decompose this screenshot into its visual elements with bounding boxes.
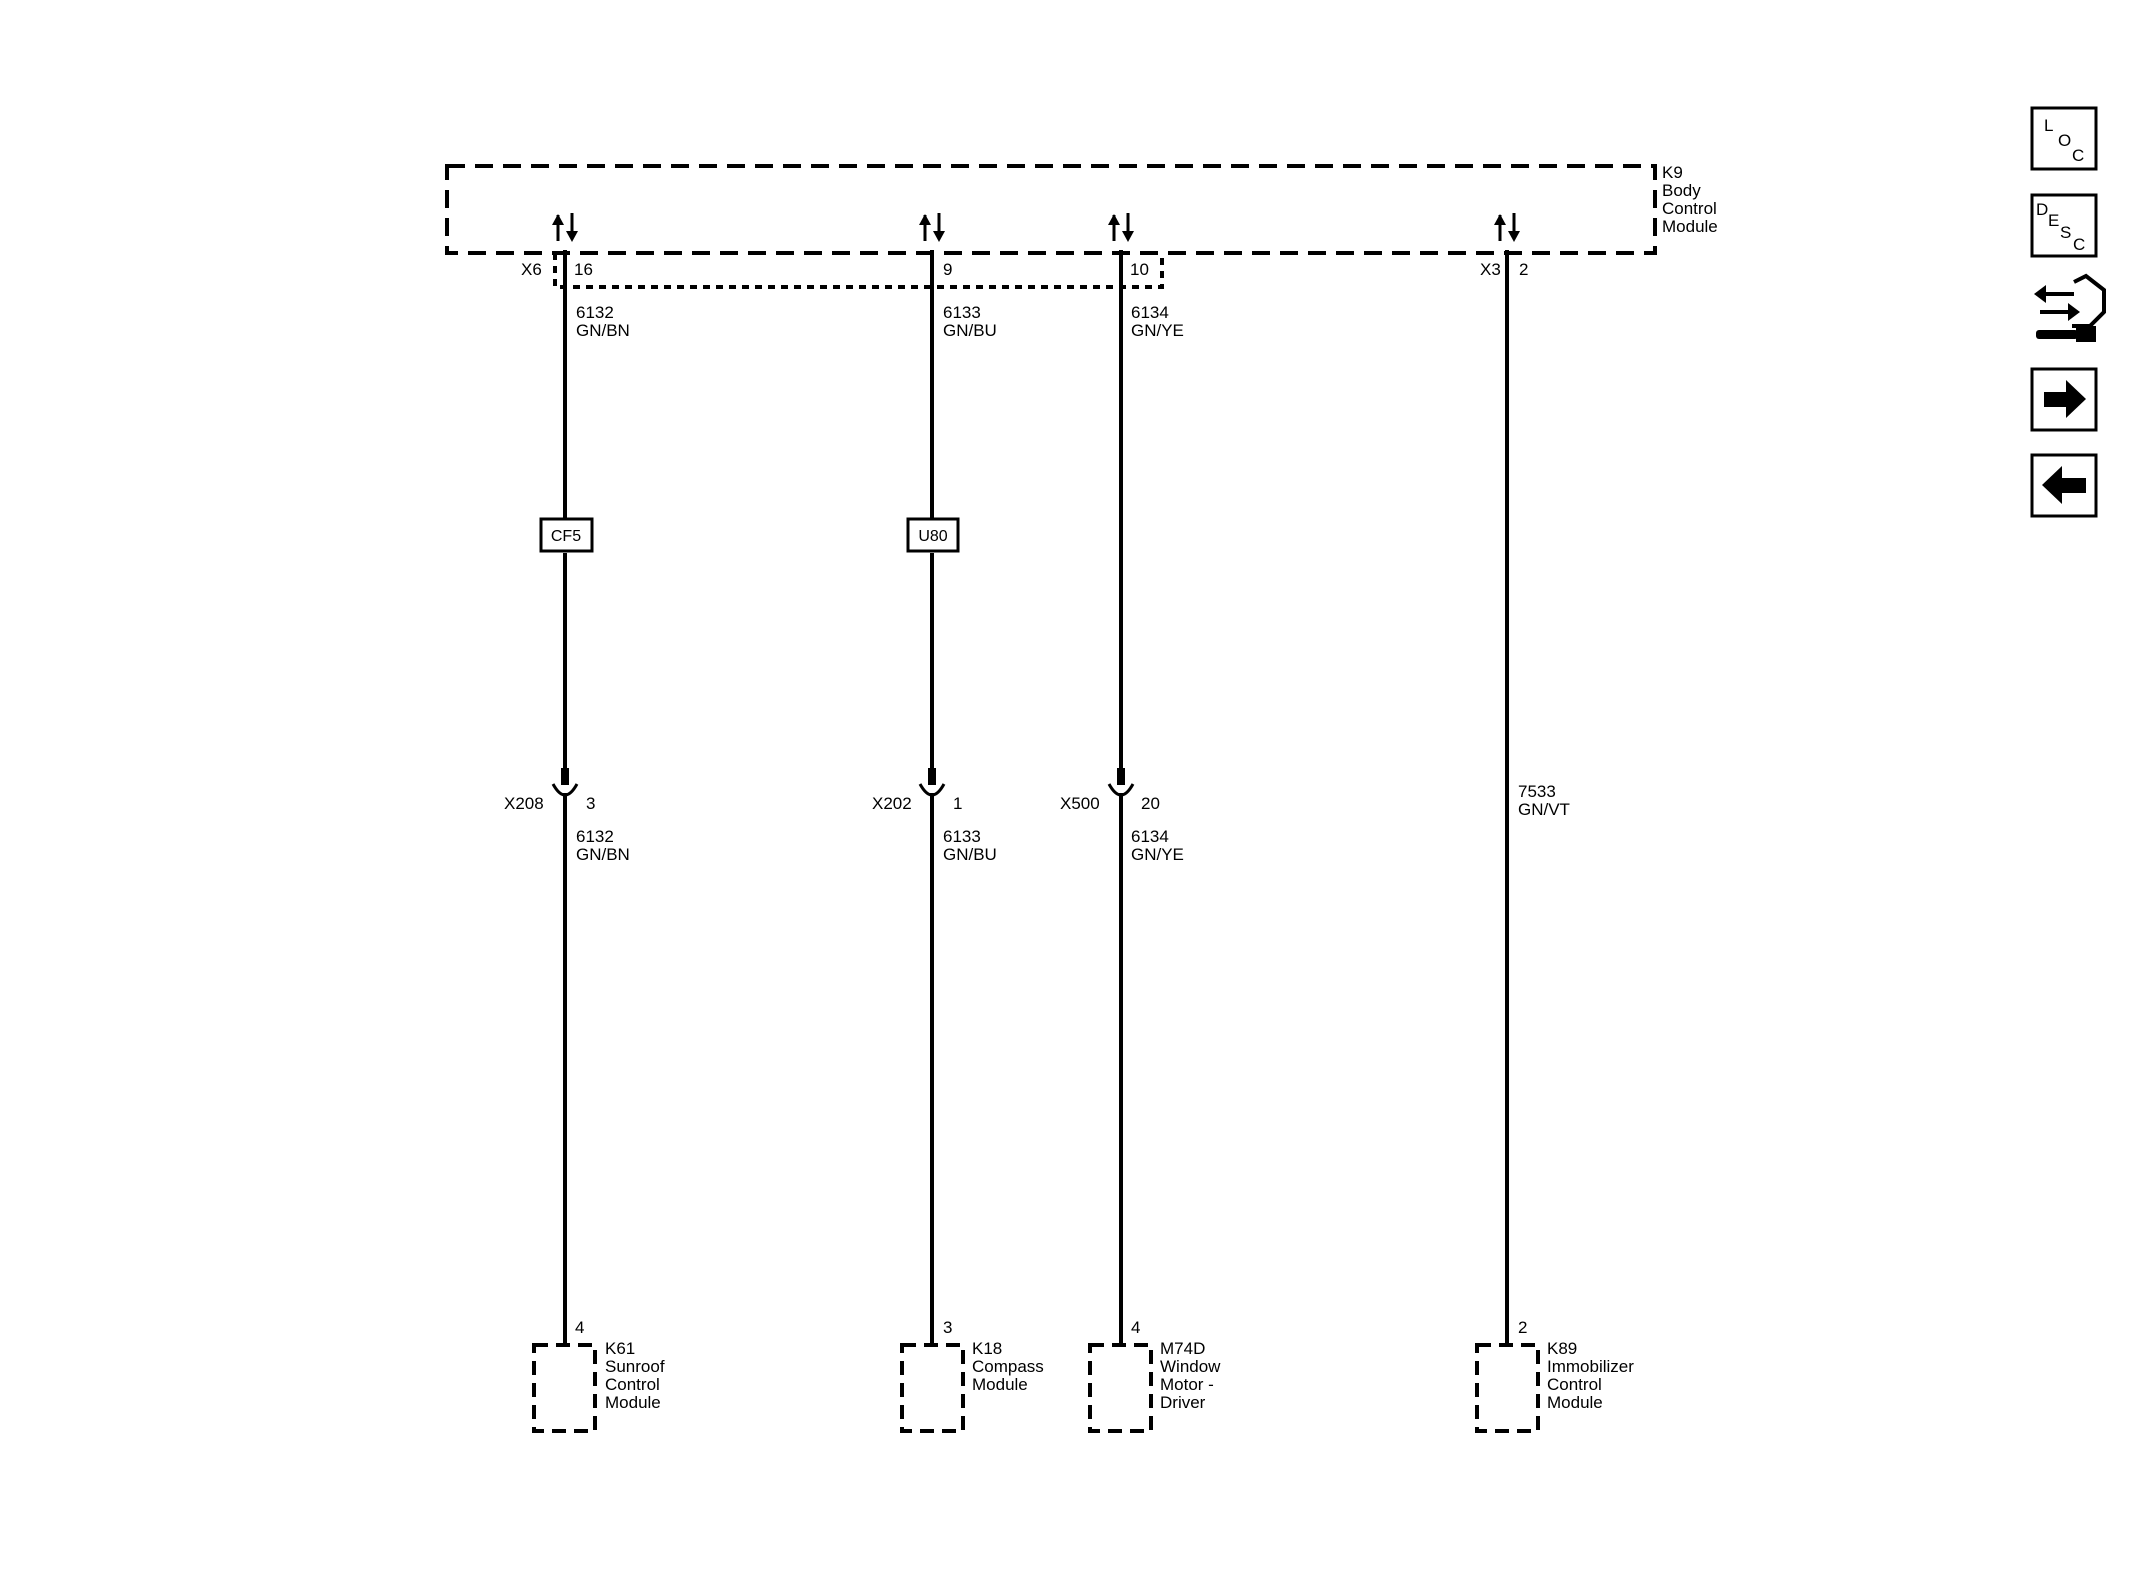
circuit-7533: 2 7533 GN/VT 2 K89 Immobilizer Control M… xyxy=(1475,211,1634,1433)
splice-u80-label: U80 xyxy=(918,528,947,545)
connector-x6: X6 xyxy=(521,253,1164,289)
module-id: M74D xyxy=(1160,1339,1205,1358)
circuit-6134: 10 6134 GN/YE X500 20 6134 GN/YE 4 M74D … xyxy=(1060,211,1221,1433)
module-line: Motor - xyxy=(1160,1375,1214,1394)
module-line: Window xyxy=(1160,1357,1221,1376)
bcm-line-1: Body xyxy=(1662,181,1701,200)
splice-cf5 xyxy=(539,517,594,553)
connector-x3-label: X3 xyxy=(1480,260,1501,279)
wire-color: GN/BN xyxy=(576,321,630,340)
splice-u80 xyxy=(906,517,960,553)
wire-number-2: 6132 xyxy=(576,827,614,846)
wire-number: 6133 xyxy=(943,303,981,322)
module-line: Module xyxy=(605,1393,661,1412)
module-k89 xyxy=(1475,1343,1540,1433)
wire-number: 7533 xyxy=(1518,782,1556,801)
svg-text:L: L xyxy=(2044,116,2053,135)
bcm-id: K9 xyxy=(1662,163,1683,182)
svg-text:O: O xyxy=(2058,131,2071,150)
bcm-module: K9 Body Control Module xyxy=(445,163,1718,255)
wire-color-2: GN/BU xyxy=(943,845,997,864)
svg-text:S: S xyxy=(2060,223,2071,242)
pin-9: 9 xyxy=(943,260,952,279)
module-line: Module xyxy=(972,1375,1028,1394)
inline-pin: 3 xyxy=(586,794,595,813)
circuit-6132: CF5 16 6132 GN/BN X208 3 6132 GN/BN 4 K6… xyxy=(504,211,665,1433)
connector-repair-icon[interactable] xyxy=(2034,273,2106,342)
module-line: Compass xyxy=(972,1357,1044,1376)
pin-10: 10 xyxy=(1130,260,1149,279)
module-k18 xyxy=(900,1343,965,1433)
next-arrow-icon[interactable] xyxy=(2030,367,2098,432)
inline-pin: 1 xyxy=(953,794,962,813)
inline-connector-x202: X202 xyxy=(872,794,912,813)
svg-text:C: C xyxy=(2072,146,2084,165)
loc-button[interactable]: L O C xyxy=(2030,106,2098,171)
wire-color: GN/YE xyxy=(1131,321,1184,340)
svg-text:C: C xyxy=(2073,235,2085,254)
bcm-line-3: Module xyxy=(1662,217,1718,236)
module-id: K89 xyxy=(1547,1339,1577,1358)
module-line: Control xyxy=(1547,1375,1602,1394)
module-k61 xyxy=(532,1343,597,1433)
wire-number-2: 6134 xyxy=(1131,827,1169,846)
pin-2: 2 xyxy=(1519,260,1528,279)
module-line: Immobilizer xyxy=(1547,1357,1634,1376)
module-m74d xyxy=(1088,1343,1153,1433)
module-line: Driver xyxy=(1160,1393,1206,1412)
module-line: Control xyxy=(605,1375,660,1394)
wire-number: 6134 xyxy=(1131,303,1169,322)
wire-color-2: GN/BN xyxy=(576,845,630,864)
pin-16: 16 xyxy=(574,260,593,279)
svg-text:D: D xyxy=(2036,200,2048,219)
desc-button[interactable]: D E S C xyxy=(2030,193,2098,258)
circuit-6133: U80 9 6133 GN/BU X202 1 6133 GN/BU 3 K18… xyxy=(872,211,1044,1433)
inline-pin: 20 xyxy=(1141,794,1160,813)
wire-number-2: 6133 xyxy=(943,827,981,846)
wire-color: GN/BU xyxy=(943,321,997,340)
inline-connector-x500: X500 xyxy=(1060,794,1100,813)
end-pin: 4 xyxy=(575,1318,584,1337)
connector-x6-label: X6 xyxy=(521,260,542,279)
module-id: K18 xyxy=(972,1339,1002,1358)
svg-text:E: E xyxy=(2048,211,2059,230)
end-pin: 3 xyxy=(943,1318,952,1337)
end-pin: 4 xyxy=(1131,1318,1140,1337)
module-line: Module xyxy=(1547,1393,1603,1412)
module-line: Sunroof xyxy=(605,1357,665,1376)
splice-cf5-label: CF5 xyxy=(551,528,581,545)
bcm-line-2: Control xyxy=(1662,199,1717,218)
wire-color: GN/VT xyxy=(1518,800,1570,819)
wire-color-2: GN/YE xyxy=(1131,845,1184,864)
back-arrow-icon[interactable] xyxy=(2030,453,2098,518)
inline-connector-x208: X208 xyxy=(504,794,544,813)
end-pin: 2 xyxy=(1518,1318,1527,1337)
wire-number: 6132 xyxy=(576,303,614,322)
module-id: K61 xyxy=(605,1339,635,1358)
